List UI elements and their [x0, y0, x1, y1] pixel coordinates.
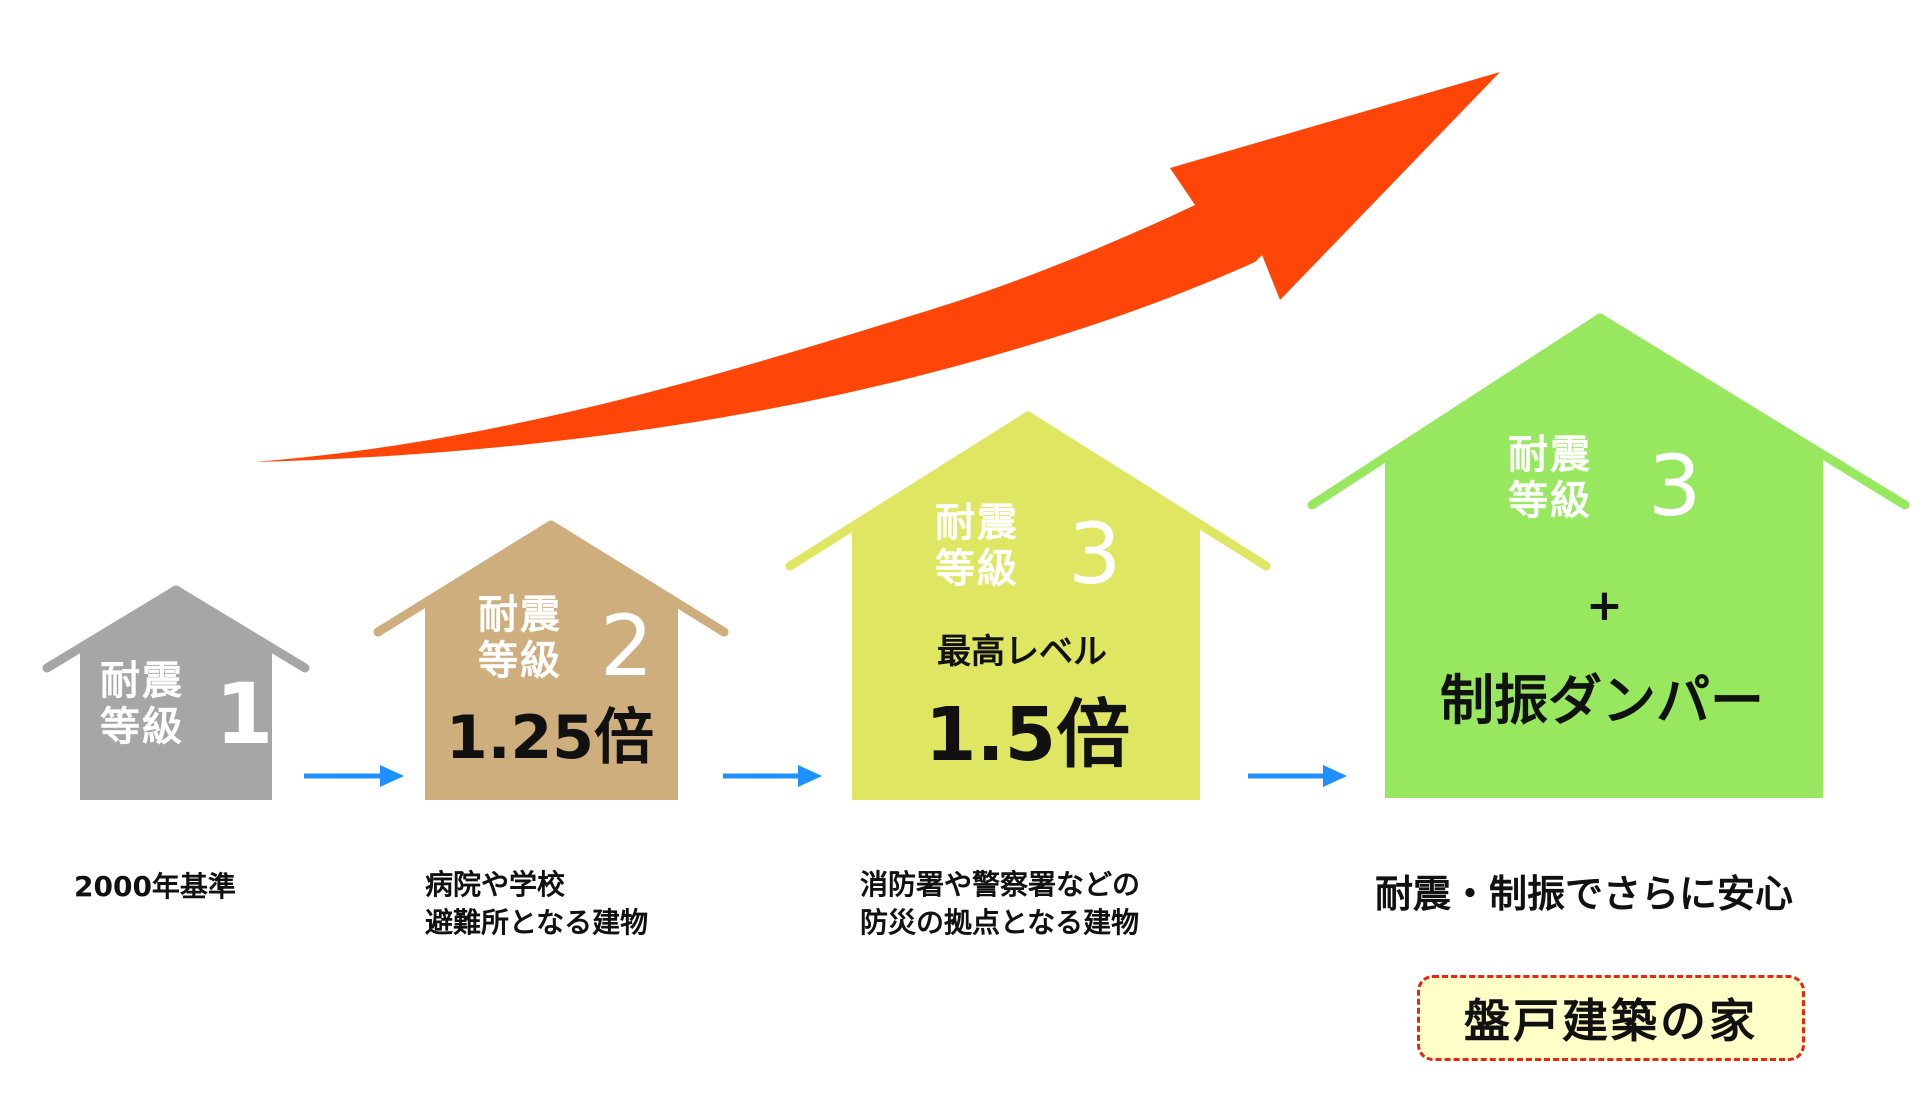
house-2-label: 耐震 等級	[478, 592, 562, 684]
grade-label: 等級	[100, 704, 184, 750]
grade-number: 3	[1068, 505, 1122, 603]
highest-level-label: 最高レベル	[937, 632, 1107, 672]
grade-label: 等級	[1508, 478, 1592, 524]
damper-label: 制振ダンパー	[1440, 669, 1764, 732]
seismic-label: 耐震	[935, 500, 1019, 546]
seismic-label: 耐震	[1508, 432, 1592, 478]
house-icon	[1307, 313, 1910, 798]
caption-house-4: 耐震・制振でさらに安心	[1375, 872, 1793, 916]
grade-number: 2	[600, 597, 654, 695]
seismic-label: 耐震	[478, 592, 562, 638]
seismic-label: 耐震	[100, 658, 184, 704]
strength-multiplier: 1.5倍	[925, 692, 1131, 778]
plus-sign: +	[1586, 580, 1623, 631]
grade-label: 等級	[935, 546, 1019, 592]
caption-line: 2000年基準	[74, 870, 236, 903]
caption-line: 病院や学校	[425, 868, 566, 901]
house-icon	[42, 585, 310, 800]
house-icon	[373, 520, 729, 800]
trend-up-arrow-icon	[255, 72, 1500, 462]
right-arrow-icon	[304, 765, 404, 787]
caption-house-1: 2000年基準	[74, 868, 236, 906]
grade-label: 等級	[478, 638, 562, 684]
brand-badge: 盤戸建築の家	[1417, 975, 1805, 1061]
house-4-label: 耐震 等級	[1508, 432, 1592, 524]
caption-line: 耐震・制振でさらに安心	[1375, 872, 1794, 916]
house-icon	[785, 411, 1271, 800]
caption-line: 避難所となる建物	[425, 906, 649, 939]
house-3-label: 耐震 等級	[935, 500, 1019, 592]
strength-multiplier: 1.25倍	[446, 703, 655, 773]
right-arrow-icon	[1248, 765, 1347, 787]
caption-house-3: 消防署や警察署などの 防災の拠点となる建物	[860, 866, 1140, 942]
caption-house-2: 病院や学校 避難所となる建物	[425, 866, 648, 942]
grade-number: 3	[1648, 437, 1702, 535]
grade-number: 1	[215, 665, 274, 763]
caption-line: 消防署や警察署などの	[860, 868, 1141, 901]
right-arrow-icon	[723, 765, 822, 787]
house-1-label: 耐震 等級	[100, 658, 184, 750]
caption-line: 防災の拠点となる建物	[860, 906, 1140, 939]
